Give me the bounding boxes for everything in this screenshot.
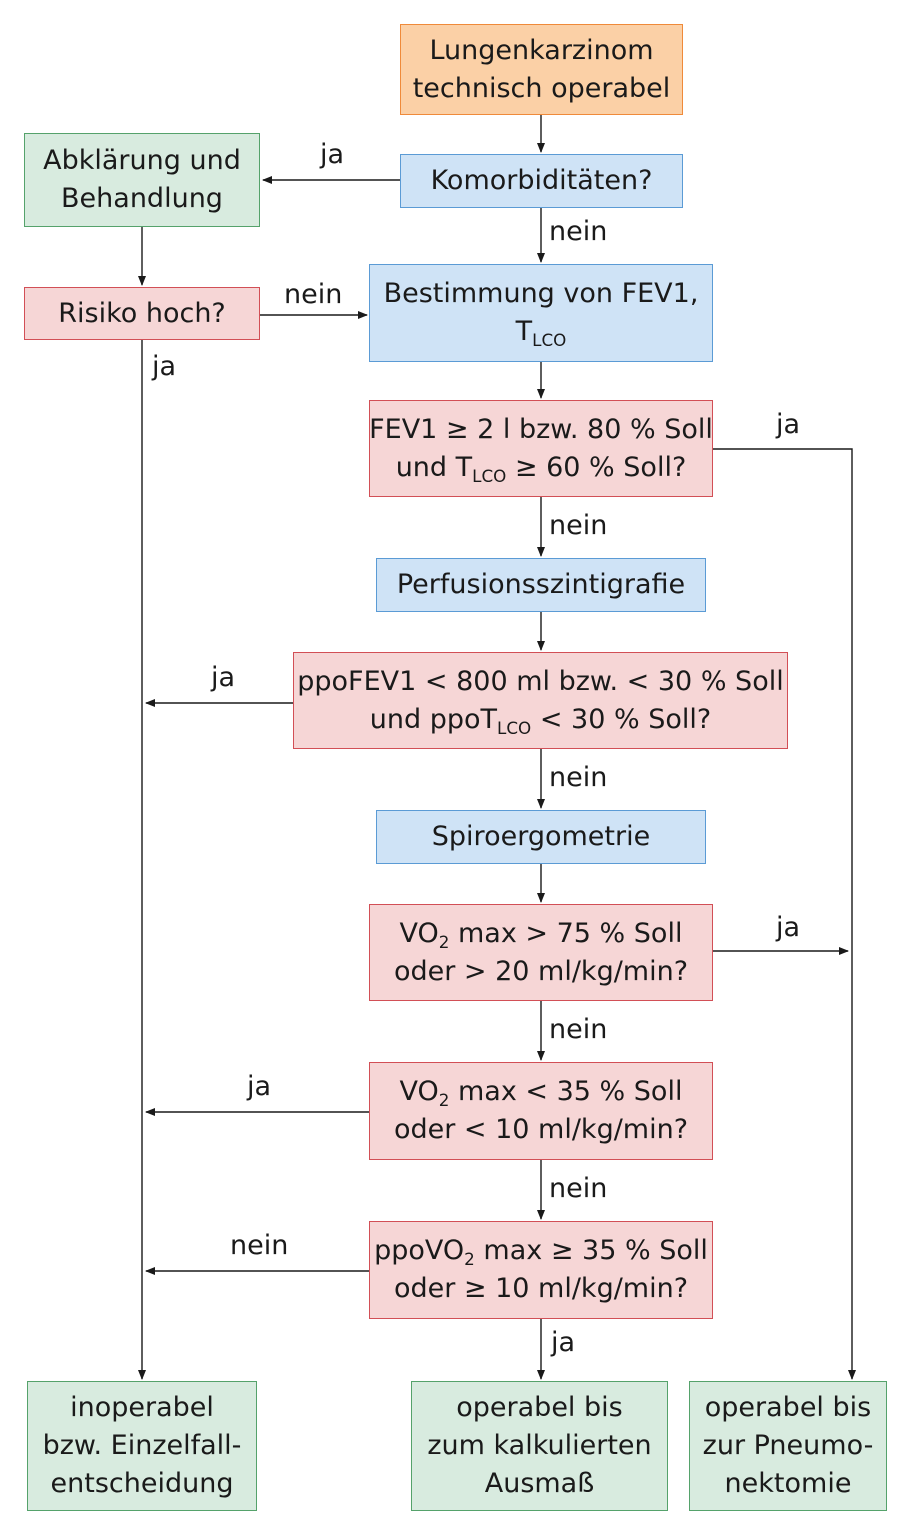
- operabel-pneumo-line2: zur Pneumo-: [702, 1430, 874, 1461]
- operabel-pneumo-line3: nektomie: [724, 1468, 852, 1499]
- label-komorbid-ja: ja: [320, 139, 345, 170]
- bestimmung-line2: TLCO: [516, 313, 567, 351]
- bestimmung-line2-sub: LCO: [532, 329, 567, 350]
- label-ppofev1-nein: nein: [549, 762, 608, 793]
- label-vo2-35-ja: ja: [247, 1071, 272, 1102]
- bestimmung-line1: Bestimmung von FEV1,: [383, 278, 699, 309]
- ppofev1-line2: und ppoTLCO < 30 % Soll?: [370, 701, 711, 739]
- label-fev1-nein: nein: [549, 510, 608, 541]
- edge-fev1-right-trunk: [713, 448, 856, 1380]
- abklaerung-line2: Behandlung: [61, 183, 223, 214]
- label-vo2-75-nein: nein: [549, 1014, 608, 1045]
- vo2-35-line1: VO2 max < 35 % Soll: [400, 1073, 683, 1111]
- inoperabel-line3: entscheidung: [50, 1468, 234, 1499]
- label-vo2-35-nein: nein: [549, 1173, 608, 1204]
- ppofev1-node: ppoFEV1 < 800 ml bzw. < 30 % Soll und pp…: [293, 652, 788, 749]
- bestimmung-node: Bestimmung von FEV1, TLCO: [369, 264, 713, 362]
- vo2-75-line1: VO2 max > 75 % Soll: [400, 915, 683, 953]
- abklaerung-node: Abklärung und Behandlung: [24, 133, 260, 227]
- label-risiko-ja: ja: [152, 351, 177, 382]
- vo2-35-line1-pre: VO: [399, 1076, 439, 1107]
- label-ppovo2-ja: ja: [551, 1327, 576, 1358]
- vo2-35-node: VO2 max < 35 % Soll oder < 10 ml/kg/min?: [369, 1062, 713, 1160]
- komorbiditaeten-node: Komorbiditäten?: [400, 154, 683, 208]
- operabel-kalk-line2: zum kalkulierten: [427, 1430, 652, 1461]
- fev1-line2: und TLCO ≥ 60 % Soll?: [396, 449, 687, 487]
- ppofev1-line2-pre: und ppoT: [369, 703, 498, 735]
- fev1-line2-sub: LCO: [472, 465, 507, 486]
- risiko-node: Risiko hoch?: [24, 287, 260, 340]
- ppovo2-line2: oder ≥ 10 ml/kg/min?: [393, 1273, 689, 1304]
- inoperabel-node: inoperabel bzw. Einzelfall- entscheidung: [27, 1381, 257, 1511]
- fev1-line1: FEV1 ≥ 2 l bzw. 80 % Soll: [369, 413, 713, 445]
- abklaerung-line1: Abklärung und: [43, 145, 241, 176]
- ppofev1-line2-post: < 30 % Soll?: [531, 703, 712, 735]
- ppovo2-line1: ppoVO2 max ≥ 35 % Soll: [374, 1232, 708, 1270]
- vo2-75-node: VO2 max > 75 % Soll oder > 20 ml/kg/min?: [369, 904, 713, 1001]
- operabel-kalkuliert-node: operabel bis zum kalkulierten Ausmaß: [411, 1381, 668, 1511]
- spiro-text: Spiroergometrie: [431, 821, 651, 852]
- ppovo2-line1-sub: 2: [464, 1248, 475, 1269]
- risiko-text: Risiko hoch?: [58, 297, 226, 329]
- vo2-75-line1-pre: VO: [399, 917, 439, 949]
- inoperabel-line2: bzw. Einzelfall-: [42, 1430, 242, 1461]
- vo2-75-line2: oder > 20 ml/kg/min?: [393, 955, 689, 987]
- label-komorbid-nein: nein: [549, 216, 608, 247]
- spiro-node: Spiroergometrie: [376, 810, 706, 864]
- start-node: Lungenkarzinom technisch operabel: [400, 24, 683, 115]
- operabel-kalk-line1: operabel bis: [456, 1392, 623, 1423]
- ppofev1-line1: ppoFEV1 < 800 ml bzw. < 30 % Soll: [297, 665, 784, 697]
- operabel-kalk-line3: Ausmaß: [484, 1468, 595, 1499]
- fev1-line2-pre: und T: [395, 451, 473, 483]
- ppovo2-line1-pre: ppoVO: [374, 1235, 465, 1266]
- vo2-75-line1-post: max > 75 % Soll: [449, 917, 683, 949]
- bestimmung-line2-base: T: [515, 316, 533, 347]
- label-ppofev1-ja: ja: [211, 662, 236, 693]
- ppofev1-line2-sub: LCO: [497, 717, 532, 738]
- vo2-35-line1-sub: 2: [438, 1089, 450, 1110]
- ppovo2-node: ppoVO2 max ≥ 35 % Soll oder ≥ 10 ml/kg/m…: [369, 1221, 713, 1319]
- label-risiko-nein: nein: [284, 279, 343, 310]
- label-ppovo2-nein: nein: [230, 1230, 289, 1261]
- start-line1: Lungenkarzinom: [429, 34, 654, 66]
- operabel-pneumo-line1: operabel bis: [704, 1392, 872, 1423]
- komorbiditaeten-text: Komorbiditäten?: [430, 165, 653, 196]
- label-vo2-75-ja: ja: [776, 912, 801, 943]
- vo2-35-line1-post: max < 35 % Soll: [449, 1076, 683, 1107]
- ppovo2-line1-post: max ≥ 35 % Soll: [474, 1235, 708, 1266]
- inoperabel-line1: inoperabel: [70, 1392, 214, 1423]
- vo2-75-line1-sub: 2: [438, 931, 450, 952]
- fev1-line2-post: ≥ 60 % Soll?: [506, 451, 687, 483]
- operabel-pneumo-node: operabel bis zur Pneumo- nektomie: [689, 1381, 887, 1511]
- perfusion-node: Perfusionsszintigrafie: [376, 558, 706, 612]
- label-fev1-ja: ja: [776, 409, 801, 440]
- start-line2: technisch operabel: [412, 72, 671, 104]
- fev1-node: FEV1 ≥ 2 l bzw. 80 % Soll und TLCO ≥ 60 …: [369, 400, 713, 497]
- perfusion-text: Perfusionsszintigrafie: [396, 569, 686, 600]
- vo2-35-line2: oder < 10 ml/kg/min?: [393, 1114, 689, 1145]
